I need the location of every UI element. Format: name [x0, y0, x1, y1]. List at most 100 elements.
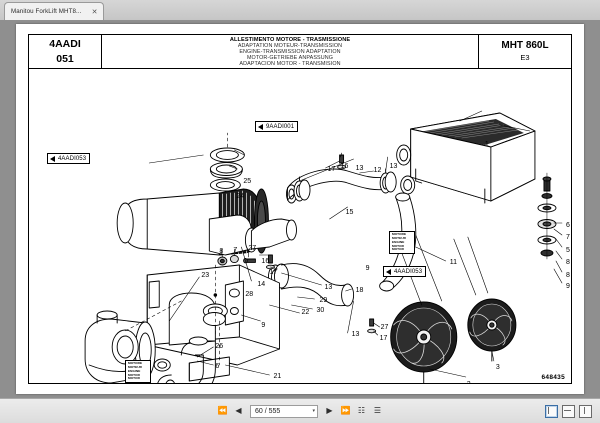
coolant-pipe [153, 303, 228, 383]
part-callout-9: 9 [365, 265, 370, 272]
engine-label-line: MOTEUR [128, 364, 143, 369]
reference-box-4aadi053-right[interactable]: 4AADI053 [383, 266, 427, 277]
reference-box-9aadi001[interactable]: 9AADI001 [255, 121, 299, 132]
title-it: ALLESTIMENTO MOTORE - TRASMISSIONE [229, 36, 351, 43]
engine-label-line: ENGINE [128, 368, 141, 373]
page-number-value: 60 / 555 [255, 407, 281, 415]
continuous-view-icon[interactable] [562, 404, 575, 418]
part-callout-7: 7 [233, 247, 238, 254]
facing-pages-view-icon[interactable] [579, 404, 592, 418]
drawing-canvas: 9AADI001 4AADI053 4AADI053 MOTORE MOTEUR [29, 69, 571, 383]
part-callout-8: 8 [219, 248, 224, 255]
engine-label-right: MOTORE MOTEUR ENGINE MOTOR MOTOR [389, 231, 415, 255]
fit-width-icon[interactable]: ☰ [373, 406, 382, 415]
part-callout-22: 22 [301, 309, 310, 316]
drawing-title-block: ALLESTIMENTO MOTORE - TRASMISSIONE ADAPT… [102, 35, 478, 68]
small-hardware-27-17-right [367, 318, 377, 334]
part-callout-27: 27 [380, 324, 389, 331]
part-callout-25: 25 [243, 178, 252, 185]
viewer-toolbar: ⏪ ◀ 60 / 555 ▾ ▶ ⏩ ☷ ☰ [0, 398, 600, 423]
reference-arrow-icon [50, 155, 55, 162]
part-callout-13: 13 [351, 331, 360, 338]
turbo-inlet-elbow [208, 214, 297, 256]
part-callout-17: 17 [269, 269, 278, 276]
part-callout-13: 13 [324, 284, 333, 291]
part-callout-6: 6 [565, 222, 570, 229]
reference-box-4aadi053-left[interactable]: 4AADI053 [47, 153, 91, 164]
exploded-parts-artwork [84, 110, 563, 383]
part-callout-24: 24 [236, 192, 245, 200]
part-callout-1: 1 [484, 140, 489, 148]
reference-label: 4AADI053 [58, 155, 87, 162]
engine-label-line: MOTOR [128, 372, 140, 377]
chevron-down-icon[interactable]: ▾ [312, 408, 315, 414]
pdf-viewer: 4AADI 051 ALLESTIMENTO MOTORE - TRASMISS… [0, 20, 600, 398]
reference-arrow-icon [258, 123, 263, 130]
first-page-icon[interactable]: ⏪ [217, 406, 228, 415]
part-callout-8: 8 [565, 272, 570, 279]
title-es: ADAPTACION MOTOR - TRANSMISION [239, 60, 341, 67]
lower-charge-air-hose [267, 263, 355, 307]
next-page-icon[interactable]: ▶ [326, 406, 333, 415]
part-callout-28: 28 [245, 291, 254, 298]
part-callout-26: 26 [215, 343, 224, 350]
engine-label-bottom: MOTORE MOTEUR ENGINE MOTOR MOTOR [125, 360, 151, 383]
model-series: E3 [520, 53, 530, 63]
engine-label-line: MOTOR [392, 247, 404, 252]
cooling-fan-large [390, 301, 458, 383]
part-callout-27: 27 [248, 245, 257, 252]
reference-label: 4AADI053 [394, 268, 423, 275]
engine-label-line: ENGINE [392, 239, 405, 244]
part-callout-17: 17 [327, 166, 336, 173]
engine-label-line: MOTORE [392, 232, 407, 236]
part-callout-13: 13 [389, 163, 398, 170]
upper-charge-air-hose [286, 168, 397, 204]
part-callout-5: 5 [565, 247, 570, 254]
title-en: ENGINE-TRANSMISSION ADAPTATION [239, 48, 341, 55]
model-block: MHT 860L E3 [478, 35, 571, 68]
part-callout-3: 3 [495, 364, 500, 371]
fastener-stack [537, 172, 557, 260]
small-hardware-16-17 [265, 154, 347, 270]
reference-arrow-icon [386, 268, 391, 275]
cooling-fan-small [467, 298, 517, 362]
page-number-input[interactable]: 60 / 555 ▾ [250, 404, 318, 418]
engine-label-line: MOTORE [128, 361, 143, 365]
section-code: 4AADI [49, 38, 81, 51]
part-callout-14: 14 [257, 281, 266, 288]
part-callout-6: 6 [215, 362, 220, 370]
engine-label-line: MOTOR [128, 376, 140, 381]
drawing-frame: 4AADI 051 ALLESTIMENTO MOTORE - TRASMISS… [28, 34, 572, 384]
last-page-icon[interactable]: ⏩ [340, 406, 351, 415]
reference-label: 9AADI001 [266, 123, 295, 130]
title-fr: ADAPTATION MOTEUR-TRANSMISSION [237, 42, 343, 49]
section-page: 051 [56, 52, 74, 65]
fit-page-icon[interactable]: ☷ [357, 406, 366, 415]
part-callout-15: 15 [345, 209, 354, 216]
small-hardware-left [217, 254, 256, 266]
tab-title: Manitou ForkLift MHT8... [11, 8, 82, 15]
close-icon[interactable]: ✕ [91, 8, 98, 16]
browser-tab[interactable]: Manitou ForkLift MHT8... ✕ [4, 2, 104, 20]
part-callout-16: 16 [261, 258, 270, 265]
part-callout-13: 13 [355, 165, 364, 172]
title-de: MOTOR-GETRIEBE ANPASSUNG [246, 54, 334, 61]
part-callout-11: 11 [449, 259, 458, 266]
previous-page-icon[interactable]: ◀ [235, 406, 242, 415]
part-callout-12: 12 [373, 167, 382, 174]
part-callout-23: 23 [201, 272, 210, 279]
part-callout-7: 7 [565, 234, 570, 241]
leader-lines [124, 110, 563, 378]
browser-tab-bar: Manitou ForkLift MHT8... ✕ [0, 0, 600, 21]
model-name: MHT 860L [501, 40, 549, 52]
pdf-page: 4AADI 051 ALLESTIMENTO MOTORE - TRASMISS… [16, 24, 584, 394]
engine-label-line: MOTEUR [392, 235, 407, 240]
intercooler-assembly [396, 112, 536, 204]
part-callout-30: 30 [316, 307, 325, 314]
engine-label-line: MOTOR [392, 243, 404, 248]
part-callout-8: 8 [565, 259, 570, 266]
part-callout-9: 9 [261, 322, 266, 329]
drawing-header: 4AADI 051 ALLESTIMENTO MOTORE - TRASMISS… [29, 35, 571, 69]
single-page-view-icon[interactable] [545, 404, 558, 418]
